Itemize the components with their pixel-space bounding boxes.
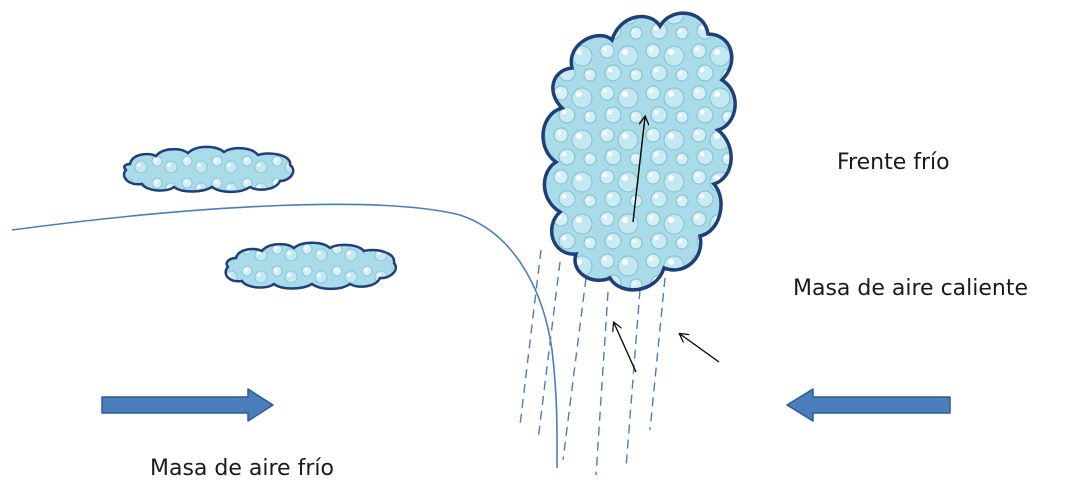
cumulonimbus-cloud-icon	[543, 13, 735, 290]
cold-air-mass-label: Masa de aire frío	[150, 458, 334, 480]
warm-air-mass-label: Masa de aire caliente	[793, 278, 1028, 300]
warm-air-rising-arrow	[614, 323, 636, 372]
warm-air-inflow-arrow	[680, 334, 719, 362]
cloud-icon	[226, 243, 396, 289]
cloud-icon	[124, 147, 293, 192]
arrow-right-icon	[102, 389, 273, 421]
cold-front-label: Frente frío	[837, 152, 950, 174]
arrow-left-icon	[787, 389, 950, 421]
